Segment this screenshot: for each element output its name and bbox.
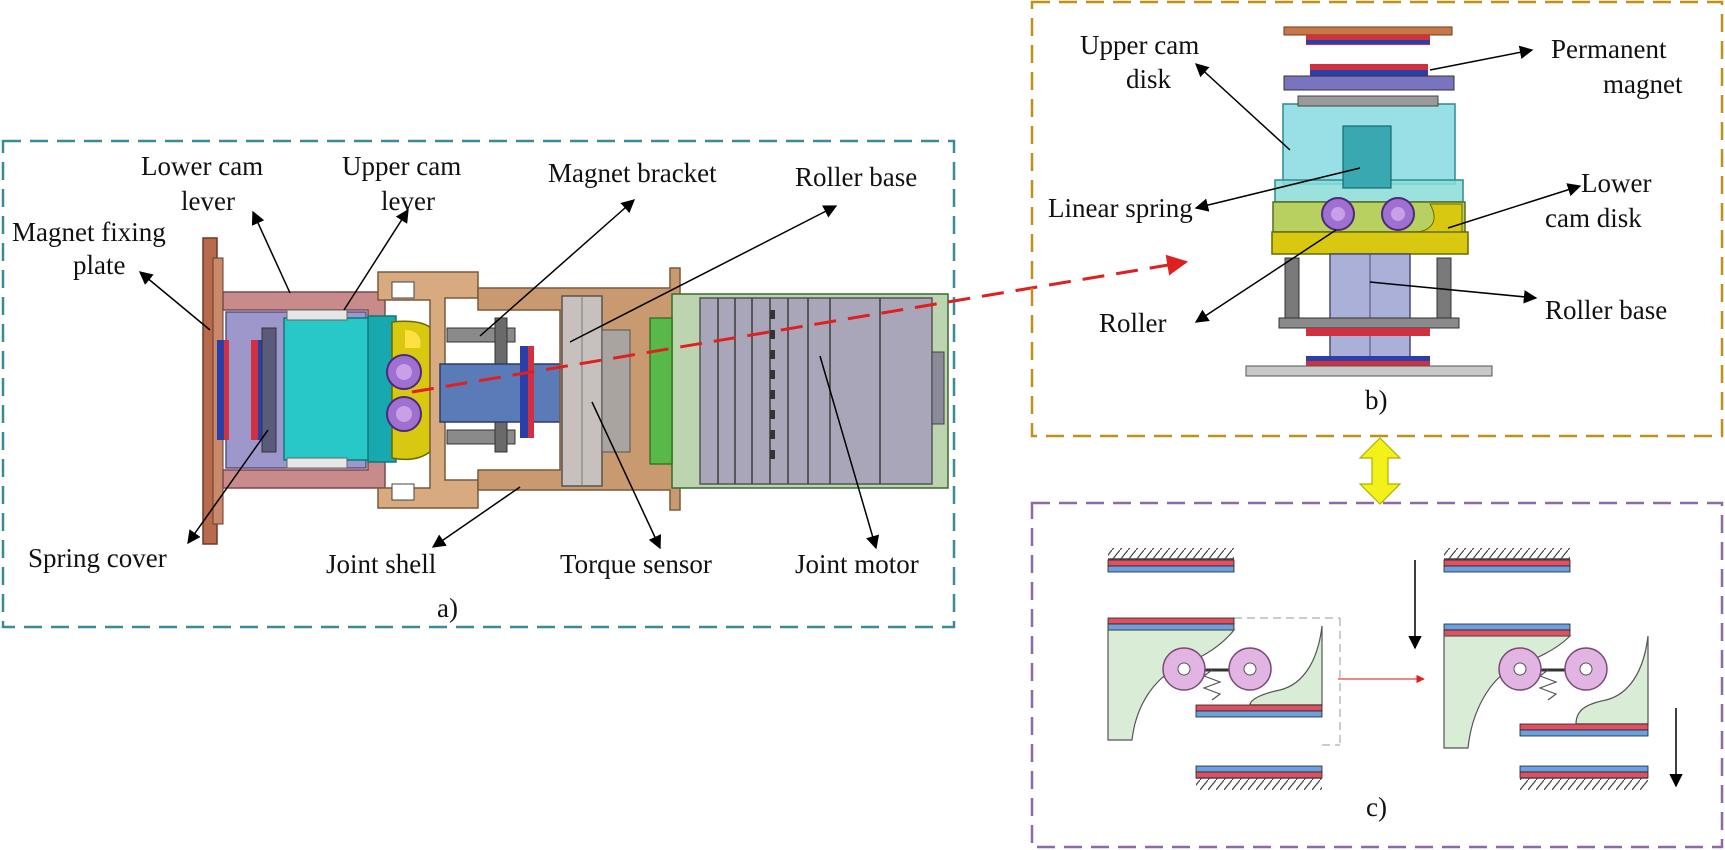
label-magnet-bracket: Magnet bracket bbox=[548, 158, 717, 188]
cam-assembly bbox=[1245, 26, 1493, 377]
caption-c: c) bbox=[1366, 792, 1387, 822]
caption-a: a) bbox=[437, 593, 458, 623]
panel-a-border bbox=[1, 139, 956, 629]
label-upper-cam-disk-line1: Upper cam bbox=[1080, 30, 1199, 60]
label-magnet-fixing-plate-line1: Magnet fixing bbox=[12, 217, 166, 247]
label-lower-cam-lever-line1: Lower cam bbox=[141, 151, 263, 181]
caption-b: b) bbox=[1365, 385, 1388, 415]
label-lower-cam-disk-line2: cam disk bbox=[1545, 203, 1642, 233]
zoom-arrow bbox=[411, 254, 1189, 394]
label-magnet-fixing-plate-line2: plate bbox=[73, 250, 125, 280]
joint-motor-shape bbox=[699, 297, 933, 485]
panel-b-border bbox=[1030, 0, 1724, 438]
label-linear-spring: Linear spring bbox=[1048, 193, 1193, 223]
label-joint-motor: Joint motor bbox=[795, 549, 919, 579]
label-upper-cam-lever-line1: Upper cam bbox=[342, 151, 461, 181]
label-upper-cam-disk-line2: disk bbox=[1126, 64, 1172, 94]
label-joint-shell: Joint shell bbox=[326, 549, 436, 579]
link-arrow-b-c bbox=[1358, 437, 1402, 505]
label-upper-cam-lever-line2: lever bbox=[381, 186, 435, 216]
state-displaced bbox=[1443, 548, 1649, 790]
label-roller-base-a: Roller base bbox=[795, 162, 917, 192]
label-permanent-magnet-line2: magnet bbox=[1603, 69, 1683, 99]
label-lower-cam-lever-line2: lever bbox=[181, 186, 235, 216]
label-roller-base-b: Roller base bbox=[1545, 295, 1667, 325]
panel-c: c) bbox=[1030, 501, 1724, 849]
label-spring-cover: Spring cover bbox=[28, 543, 167, 573]
panel-a: Magnet fixing plate Lower cam lever Uppe… bbox=[1, 139, 1189, 629]
lower-cam-profile-displaced bbox=[1575, 635, 1649, 725]
linear-spring-shape bbox=[1342, 125, 1392, 189]
state-initial bbox=[1107, 548, 1341, 790]
panel-c-border bbox=[1030, 501, 1724, 849]
label-torque-sensor: Torque sensor bbox=[560, 549, 712, 579]
upper-cam-lever-shape bbox=[283, 317, 375, 461]
panel-b: Upper cam disk Permanent magnet Linear s… bbox=[1030, 0, 1724, 438]
label-lower-cam-disk-line1: Lower bbox=[1581, 168, 1651, 198]
label-roller: Roller bbox=[1099, 308, 1167, 338]
panel-a-leaders bbox=[138, 199, 880, 550]
lower-cam-profile-initial bbox=[1249, 625, 1323, 706]
panel-b-leaders bbox=[1194, 45, 1582, 323]
joint-cross-section bbox=[202, 237, 949, 545]
label-permanent-magnet-line1: Permanent bbox=[1551, 34, 1667, 64]
roller-base-shaft bbox=[439, 363, 571, 423]
